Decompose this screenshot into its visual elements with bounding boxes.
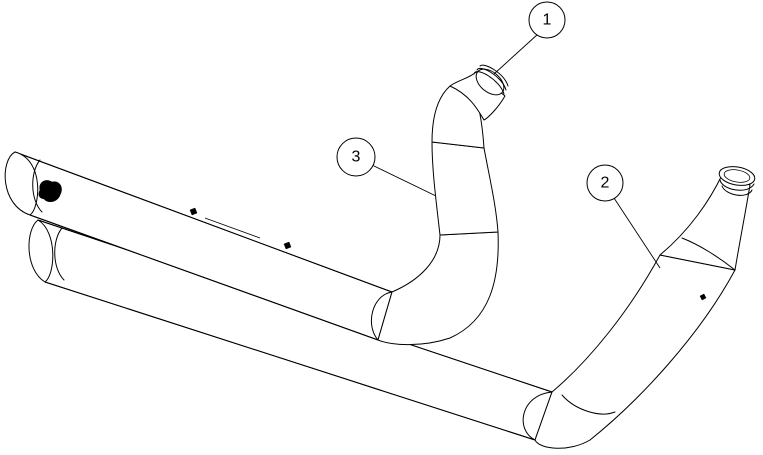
upper-pipe bbox=[4, 64, 509, 346]
flange-ring bbox=[473, 64, 509, 96]
logo-emblem bbox=[38, 180, 62, 203]
callout-balloon bbox=[336, 137, 376, 177]
callout-label: 3 bbox=[352, 149, 361, 166]
callout-label: 2 bbox=[601, 175, 610, 192]
callout-2[interactable]: 2 bbox=[586, 164, 661, 269]
callout-balloon bbox=[528, 1, 566, 39]
callout-label: 1 bbox=[543, 12, 552, 29]
callout-balloon bbox=[586, 164, 624, 202]
callout-1[interactable]: 1 bbox=[493, 1, 566, 75]
lower-pipe bbox=[28, 166, 756, 449]
callout-3[interactable]: 3 bbox=[336, 137, 437, 197]
